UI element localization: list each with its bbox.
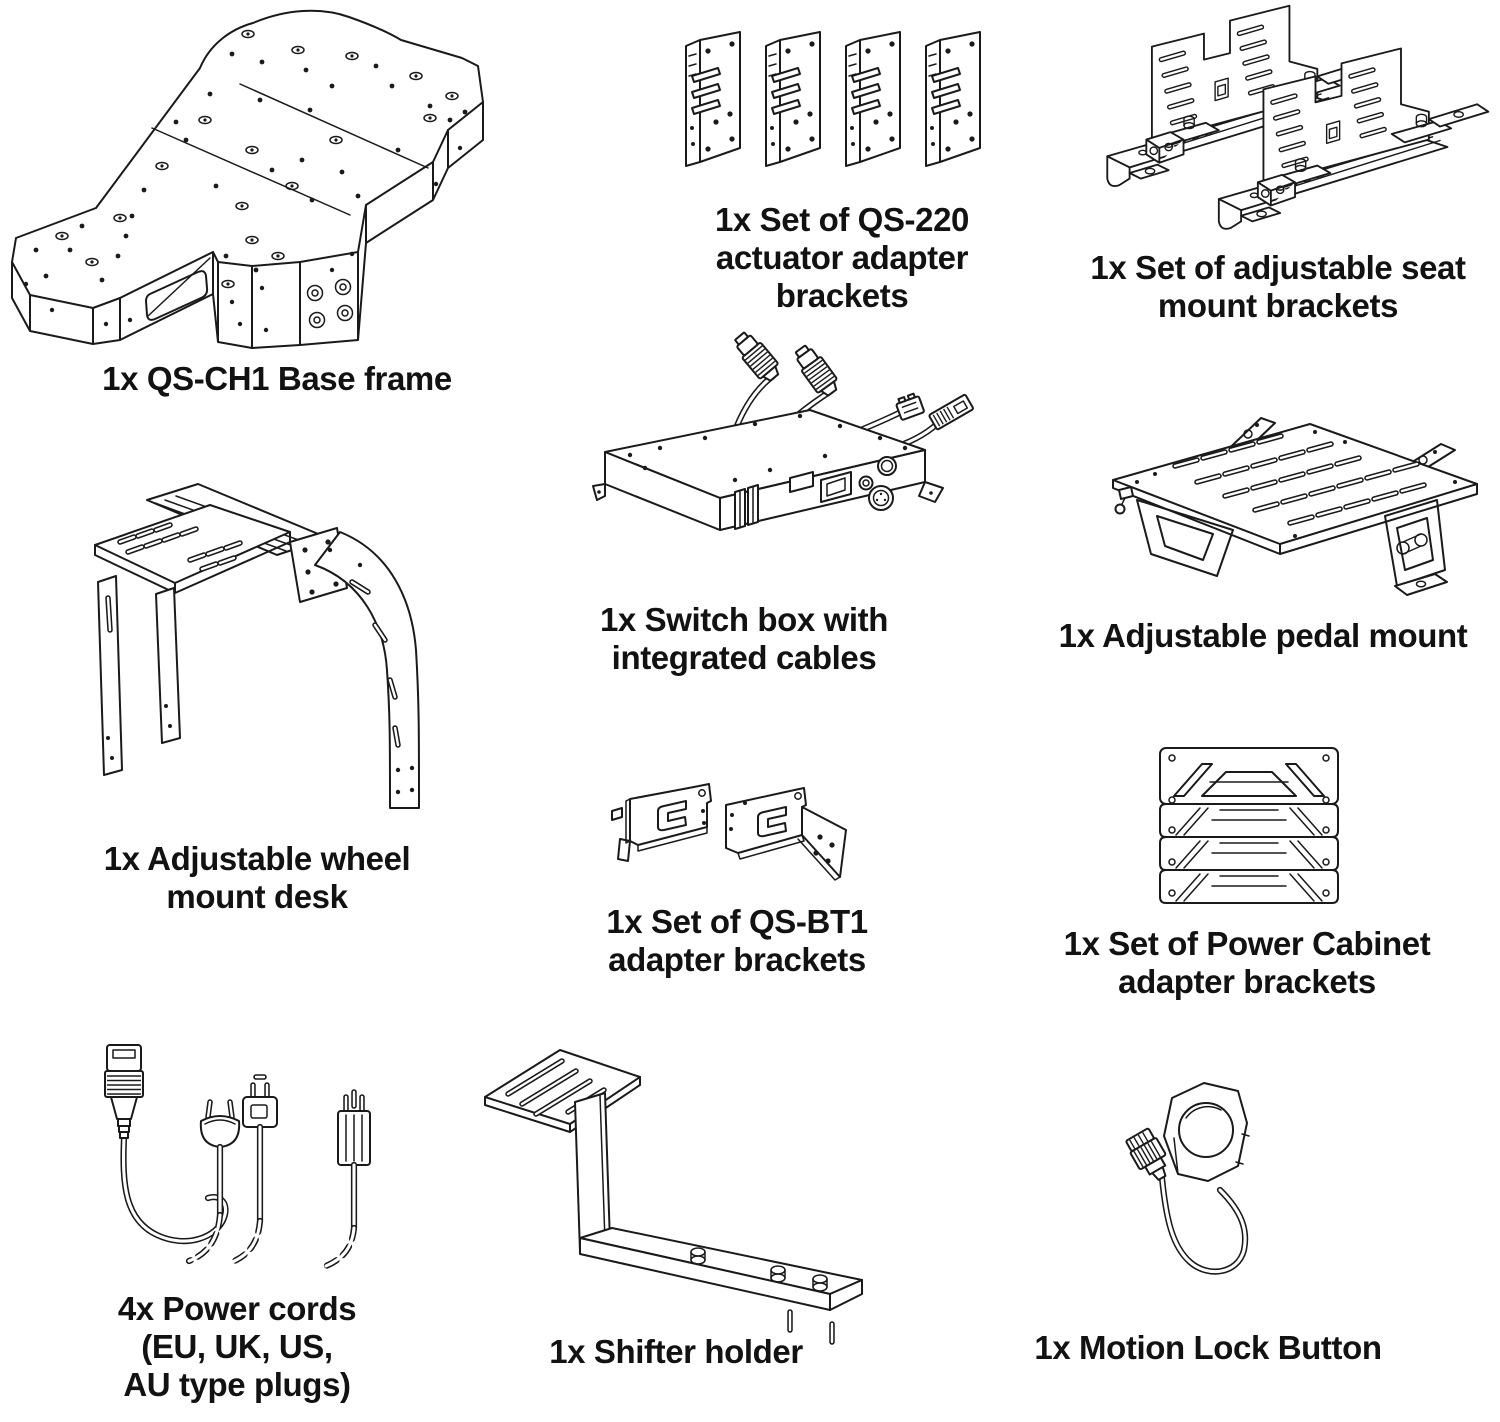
qs-bt1-brackets-label: 1x Set of QS-BT1 adapter brackets [606,903,868,978]
power-cords-drawing [104,1044,371,1270]
switch-box-drawing [592,331,974,531]
seat-brackets-label: 1x Set of adjustable seat mount brackets [1090,249,1466,324]
pedal-mount-label: 1x Adjustable pedal mount [1058,617,1468,654]
switch-box-label: 1x Switch box with integrated cables [599,601,888,676]
base-frame-drawing [11,9,484,349]
shifter-holder-drawing [484,1049,863,1345]
power-cabinet-brackets-drawing [1159,747,1339,904]
power-cords-label: 4x Power cords (EU, UK, US, AU type plug… [117,1290,357,1403]
seat-brackets-drawing [1106,4,1493,228]
shifter-holder-label: 1x Shifter holder [549,1333,803,1370]
motion-lock-button-label: 1x Motion Lock Button [1034,1329,1382,1366]
motion-lock-button-drawing [1125,1082,1250,1275]
actuator-brackets-label: 1x Set of QS-220 actuator adapter bracke… [714,201,970,314]
wheel-desk-label: 1x Adjustable wheel mount desk [103,840,411,915]
wheel-desk-drawing [94,483,420,809]
actuator-brackets-drawing [685,31,981,167]
qs-bt1-brackets-drawing [611,783,847,881]
base-frame-label: 1x QS-CH1 Base frame [102,360,452,397]
power-cabinet-brackets-label: 1x Set of Power Cabinet adapter brackets [1063,925,1431,1000]
pedal-mount-drawing [1112,417,1478,596]
